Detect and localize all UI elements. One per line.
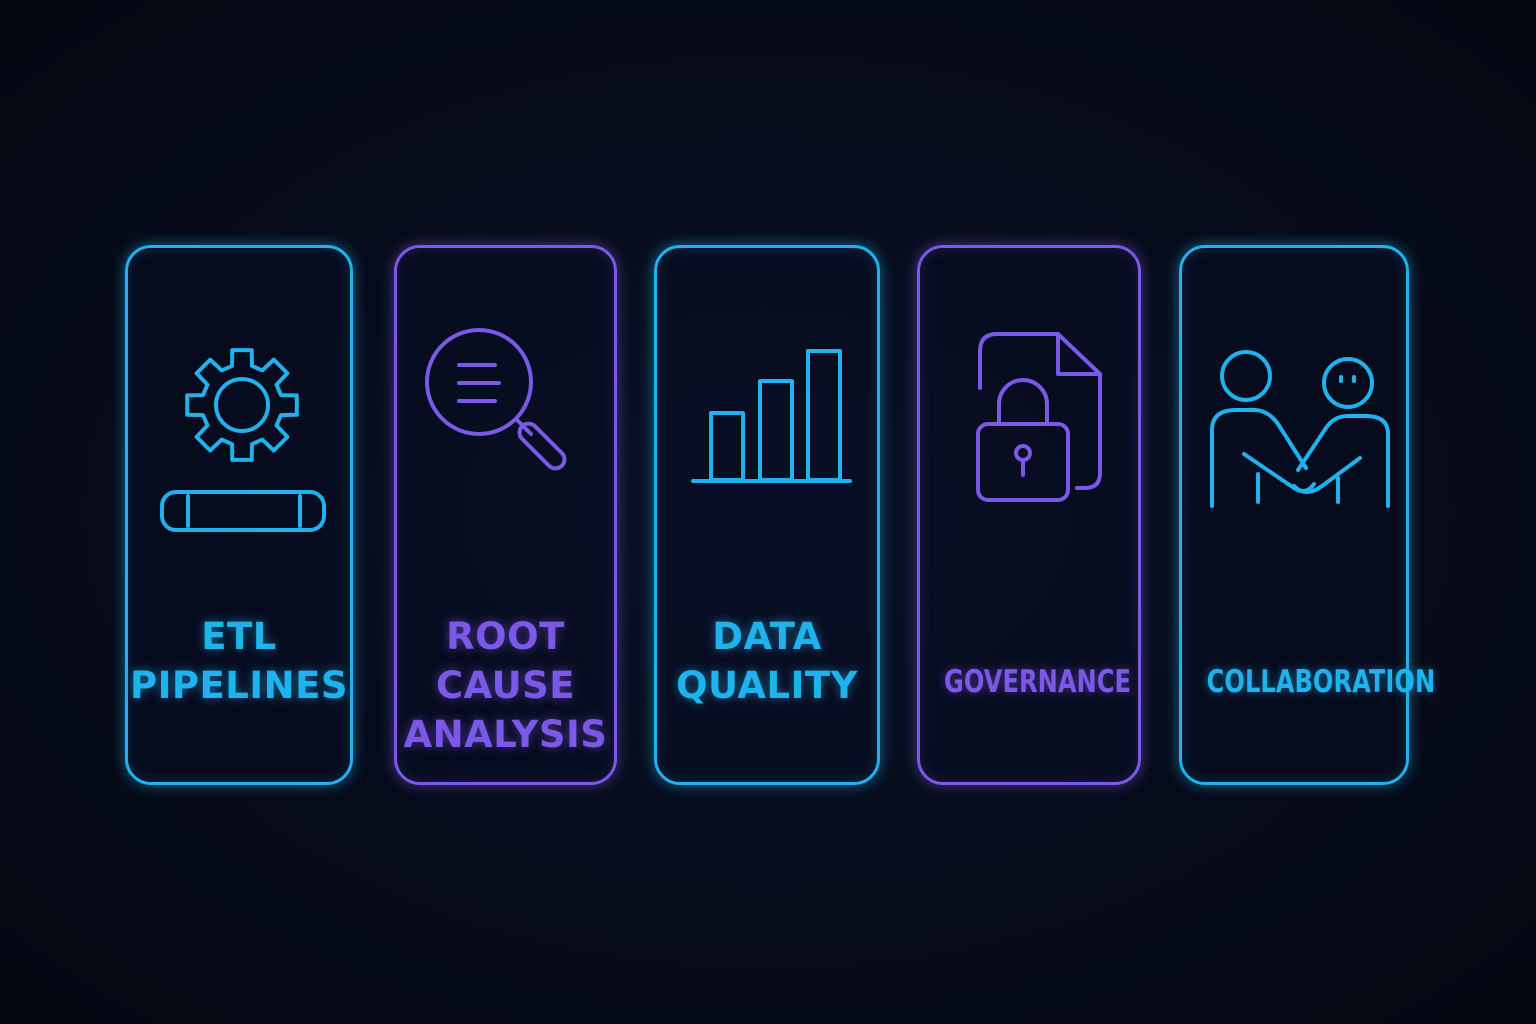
card-collaboration: COLLABORATION [1179,245,1436,785]
card-etl-pipelines: ETL PIPELINES [125,245,353,785]
label-line: ROOT [446,615,565,658]
handshake-people-icon [1210,350,1390,508]
card-governance: GOVERNANCE [917,245,1141,785]
card-root-cause-analysis-label: ROOT CAUSE ANALYSIS [397,612,614,759]
bar-chart-icon [691,349,852,483]
label-line: ETL [201,615,277,658]
card-governance-label: GOVERNANCE [943,662,1132,702]
label-line: COLLABORATION [1206,664,1436,700]
label-line: GOVERNANCE [943,664,1132,700]
card-data-quality: DATA QUALITY [654,245,880,785]
document-padlock-icon [976,332,1102,502]
label-line: CAUSE [435,664,576,707]
label-line: ANALYSIS [403,713,608,756]
label-line: PIPELINES [129,664,348,707]
magnifying-glass-icon [425,328,567,471]
card-root-cause-analysis: ROOT CAUSE ANALYSIS [394,245,617,785]
card-etl-pipelines-label: ETL PIPELINES [128,612,350,710]
label-line: QUALITY [676,664,858,707]
card-collaboration-label: COLLABORATION [1206,662,1436,702]
gear-and-pipe-icon [160,348,326,532]
card-data-quality-label: DATA QUALITY [657,612,877,710]
label-line: DATA [712,615,822,658]
